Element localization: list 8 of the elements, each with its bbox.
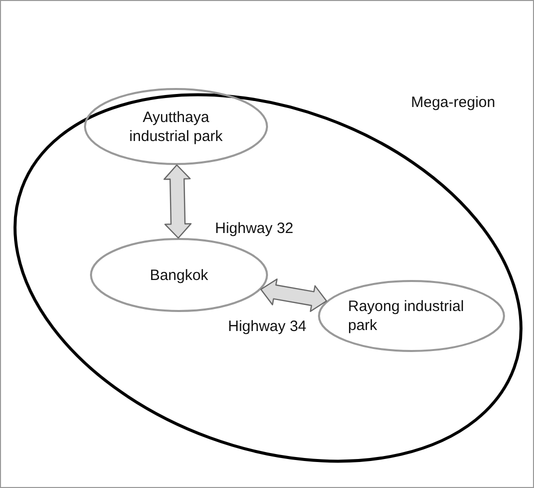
node-label: Bangkok	[150, 266, 208, 284]
node-label: Ayutthaya industrial park	[128, 108, 224, 146]
edge-label: Highway 32	[213, 220, 296, 237]
node-label: Rayong industrial park	[348, 297, 465, 335]
region-label: Mega-region	[411, 94, 496, 111]
double-arrow	[164, 164, 192, 239]
edge-label: Highway 34	[226, 318, 308, 335]
double-arrow	[260, 278, 328, 312]
